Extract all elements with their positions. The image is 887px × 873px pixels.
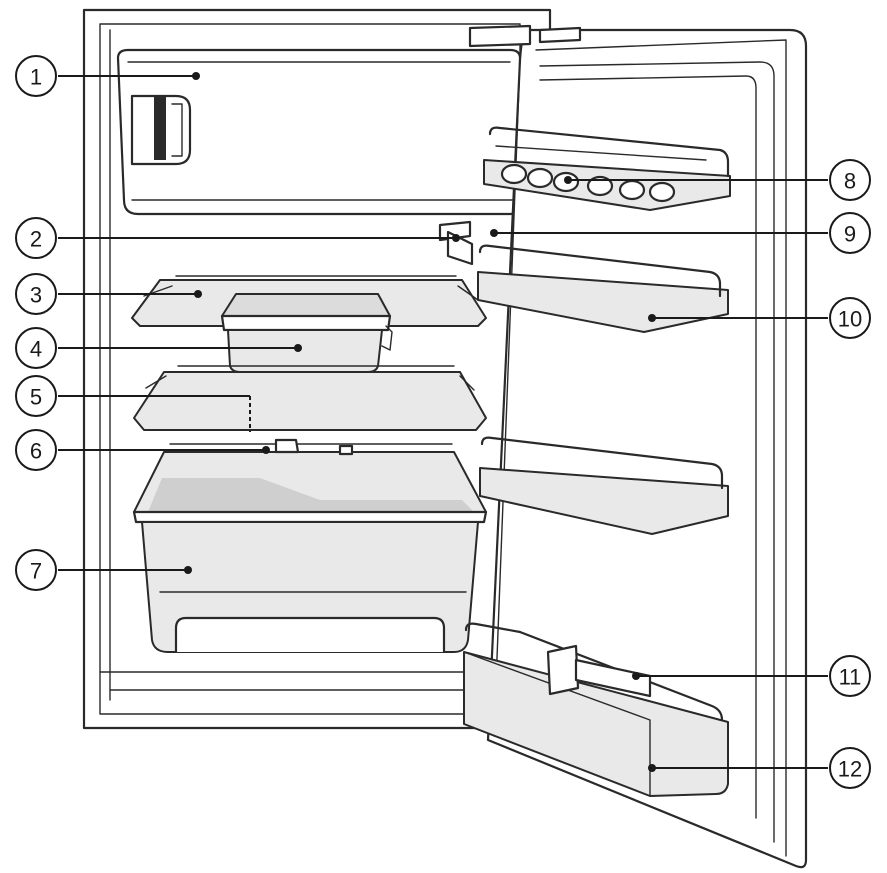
crisper-drawer [141,521,479,653]
callout-2: 2 [15,217,57,259]
callout-4-label: 4 [30,337,42,362]
callout-9-label: 9 [844,222,856,247]
callout-5: 5 [15,375,57,417]
callout-2-label: 2 [30,227,42,252]
callout-leaders [58,72,828,772]
bottle-shelf [463,622,729,797]
door-shelf-middle [479,436,729,535]
callout-6: 6 [15,429,57,471]
callout-7: 7 [15,549,57,591]
callout-12: 12 [829,747,871,789]
crisper-cover-shelf [132,438,488,524]
callout-4: 4 [15,327,57,369]
storage-box [220,293,393,373]
glass-shelf-middle [133,365,487,432]
callout-12-label: 12 [838,757,862,782]
callout-7-label: 7 [30,559,42,584]
egg-tray [483,126,731,211]
callout-11: 11 [829,655,871,697]
callout-10: 10 [829,297,871,339]
callout-6-label: 6 [30,439,42,464]
callout-1: 1 [15,55,57,97]
freezer-compartment [116,48,522,216]
callout-11-label: 11 [839,665,862,690]
callout-5-label: 5 [30,385,42,410]
callout-3: 3 [15,273,57,315]
bottle-divider [546,644,652,698]
callout-8: 8 [829,159,871,201]
callout-1-label: 1 [30,65,42,90]
callout-3-label: 3 [30,283,42,308]
callout-9: 9 [829,212,871,254]
callout-10-label: 10 [838,307,862,332]
callout-8-label: 8 [844,169,856,194]
